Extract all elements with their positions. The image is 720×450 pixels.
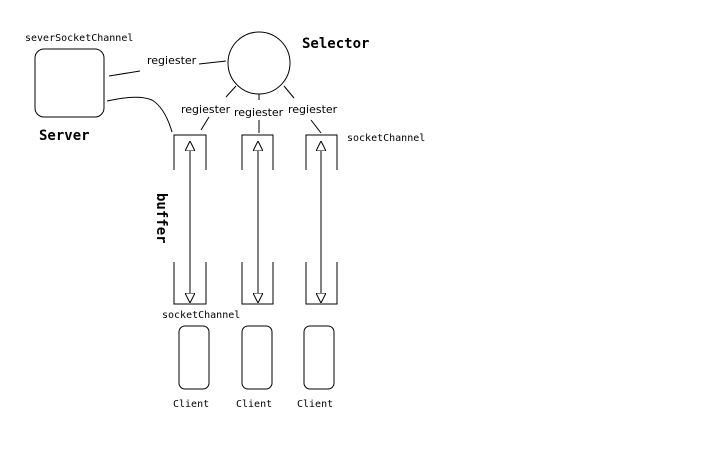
client-label-2: Client bbox=[236, 399, 272, 410]
client-box-2 bbox=[241, 325, 273, 390]
channel-1-top-bracket bbox=[173, 134, 207, 170]
channel-2-bottom-bracket bbox=[241, 262, 274, 305]
server-label: Server bbox=[39, 128, 90, 144]
register-label-channel-2: regiester bbox=[234, 106, 284, 119]
client-box-1 bbox=[178, 325, 210, 390]
register-label-channel-1: regiester bbox=[181, 103, 231, 116]
channel-2-top-bracket bbox=[241, 134, 274, 170]
client-box-3 bbox=[303, 325, 335, 390]
selector-channel3-line-a bbox=[283, 85, 295, 99]
server-socket-channel-label: severSocketChannel bbox=[25, 33, 133, 44]
server-selector-line-b bbox=[198, 60, 227, 65]
selector-label: Selector bbox=[302, 36, 369, 52]
client-label-1: Client bbox=[173, 399, 209, 410]
socket-channel-label-bottom: socketChannel bbox=[162, 310, 240, 321]
server-selector-line-a bbox=[108, 70, 141, 77]
register-label-server: regiester bbox=[147, 54, 197, 67]
selector-channel1-line-a bbox=[225, 85, 237, 98]
server-box bbox=[34, 48, 105, 118]
socket-channel-label-right: socketChannel bbox=[347, 133, 425, 144]
register-label-channel-3: regiester bbox=[288, 103, 338, 116]
selector-circle bbox=[227, 31, 291, 95]
selector-channel3-line-b bbox=[310, 119, 322, 134]
server-channel-curve bbox=[106, 96, 173, 133]
channel-2 bbox=[241, 134, 274, 305]
channel-3 bbox=[305, 134, 338, 305]
channel-3-bottom-bracket bbox=[305, 262, 338, 305]
client-label-3: Client bbox=[297, 399, 333, 410]
channel-3-top-bracket bbox=[305, 134, 338, 170]
channel-1-bottom-bracket bbox=[173, 262, 207, 305]
channel-1 bbox=[173, 134, 207, 305]
selector-channel1-line-b bbox=[200, 116, 210, 131]
buffer-label: buffer bbox=[153, 193, 169, 244]
